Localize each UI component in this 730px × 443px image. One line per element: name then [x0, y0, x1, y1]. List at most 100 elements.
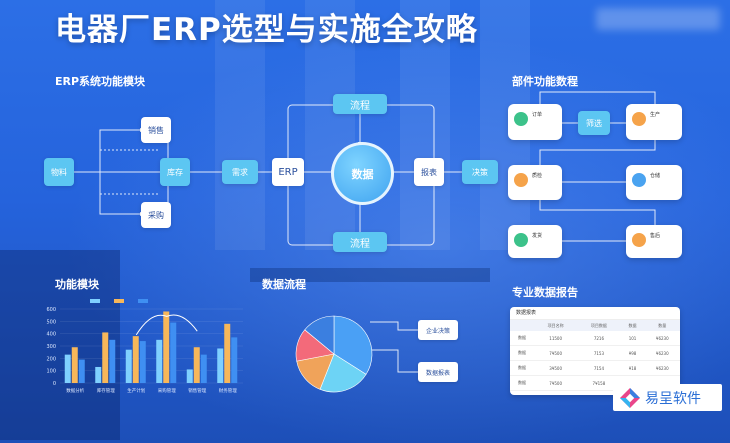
brand-logo[interactable]: 易呈软件 — [613, 384, 722, 411]
y-tick-label: 400 — [46, 332, 56, 338]
flow-process-top[interactable]: 流程 — [333, 94, 387, 114]
card-title: 生产 — [650, 112, 661, 118]
window-panel — [215, 0, 265, 250]
bar[interactable] — [125, 349, 132, 383]
process-card[interactable]: 质检 — [508, 165, 562, 200]
table-row[interactable]: 数据 7¥500 7¥158 — [510, 375, 680, 391]
x-tick-label: 生产计划 — [127, 387, 145, 394]
cube-icon — [632, 173, 646, 187]
gear-icon — [632, 112, 646, 126]
x-tick-label: 财务管理 — [219, 387, 237, 394]
check-icon — [514, 112, 528, 126]
process-card[interactable]: 发货 — [508, 225, 562, 258]
bar[interactable] — [156, 339, 163, 383]
process-card[interactable]: 生产 — [626, 104, 682, 140]
bar[interactable] — [109, 339, 116, 383]
table-row[interactable]: 数据 3¥500 7154 ¥18 ¥6230 — [510, 360, 680, 376]
bar[interactable] — [200, 354, 207, 383]
chart-legend — [90, 298, 150, 303]
table-header-row: 项目名称 项目数据 数据 数量 — [510, 320, 680, 331]
node-inventory[interactable]: 库存 — [160, 158, 190, 186]
table-cell: 数据 — [510, 360, 535, 376]
bar[interactable] — [102, 332, 109, 383]
table-header: 项目数据 — [577, 320, 621, 331]
pie-tag-report[interactable]: 数据报表 — [418, 362, 458, 382]
pie-slice[interactable] — [319, 353, 367, 393]
table-cell: 数据 — [510, 345, 535, 361]
logo-text: 易呈软件 — [645, 390, 701, 407]
bar[interactable] — [217, 348, 224, 383]
left-diagram-title: ERP系统功能模块 — [55, 75, 146, 88]
report-table-card: 数据报表 项目名称 项目数据 数据 数量 数据 11500 7216 101 ¥… — [510, 307, 680, 395]
table-header: 数量 — [644, 320, 680, 331]
window-panel — [400, 0, 450, 250]
bar[interactable] — [193, 347, 200, 383]
card-title: 仓储 — [650, 173, 661, 179]
table-cell: 7154 — [577, 360, 621, 376]
y-tick-label: 600 — [46, 307, 56, 313]
y-tick-label: 0 — [53, 381, 56, 387]
process-card[interactable]: 仓储 — [626, 165, 682, 200]
bar[interactable] — [132, 336, 139, 383]
table-cell: 101 — [620, 331, 645, 346]
pie-tag-decision[interactable]: 企业决策 — [418, 320, 458, 340]
y-tick-label: 200 — [46, 356, 56, 362]
flow-decision[interactable]: 决策 — [462, 160, 498, 184]
table-cell: ¥6230 — [644, 331, 680, 346]
table-card-title: 数据报表 — [510, 307, 680, 320]
card-title: 发货 — [532, 233, 543, 239]
bar[interactable] — [224, 323, 231, 383]
flow-demand[interactable]: 需求 — [222, 160, 258, 184]
node-purchase[interactable]: 采购 — [141, 202, 171, 228]
bar-chart: 6005004003002001000数据分析库存管理生产计划采购管理销售管理财… — [46, 307, 243, 394]
filter-node[interactable]: 筛选 — [578, 111, 610, 135]
table-row[interactable]: 数据 11500 7216 101 ¥6230 — [510, 331, 680, 346]
bar[interactable] — [64, 354, 71, 383]
table-cell: 7¥500 — [534, 345, 578, 361]
table-cell: 7¥500 — [534, 375, 578, 391]
table-cell: 7¥158 — [577, 375, 621, 391]
bar[interactable] — [170, 322, 177, 383]
bar[interactable] — [186, 369, 193, 383]
table-cell: 3¥500 — [534, 360, 578, 376]
pie-title: 数据流程 — [262, 278, 306, 291]
legend-swatch — [114, 299, 124, 303]
process-card[interactable]: 售后 — [626, 225, 682, 258]
table-row[interactable]: 数据 7¥500 7153 ¥98 ¥6230 — [510, 345, 680, 361]
box-icon — [514, 173, 528, 187]
table-section-title: 专业数据报告 — [512, 286, 578, 299]
table-cell: ¥18 — [620, 360, 645, 376]
node-material[interactable]: 物料 — [44, 158, 74, 186]
flow-erp[interactable]: ERP — [272, 158, 304, 186]
x-tick-label: 库存管理 — [97, 387, 115, 394]
x-tick-label: 数据分析 — [66, 387, 84, 394]
bar[interactable] — [71, 347, 78, 383]
chair-shape — [0, 250, 120, 440]
pie-slice[interactable] — [304, 315, 335, 355]
trend-line — [135, 314, 198, 336]
blurred-watermark — [596, 8, 720, 30]
check-icon — [514, 233, 528, 247]
report-table: 项目名称 项目数据 数据 数量 数据 11500 7216 101 ¥6230 … — [510, 320, 680, 391]
bar[interactable] — [95, 366, 102, 383]
table-cell: 数据 — [510, 331, 535, 346]
bar[interactable] — [163, 311, 170, 383]
table-cell: 7153 — [577, 345, 621, 361]
bar[interactable] — [78, 359, 85, 383]
window-panel — [305, 0, 355, 250]
bar[interactable] — [231, 337, 238, 383]
bar-chart-title: 功能模块 — [55, 278, 99, 291]
flow-data-hub[interactable]: 数据 — [331, 142, 394, 205]
user-icon — [632, 233, 646, 247]
table-header — [510, 320, 535, 331]
bar[interactable] — [139, 341, 146, 383]
y-tick-label: 500 — [46, 319, 56, 325]
right-diagram-title: 部件功能数程 — [512, 75, 578, 88]
node-sales[interactable]: 销售 — [141, 117, 171, 143]
process-card[interactable]: 订单 — [508, 104, 562, 140]
flow-process-bottom[interactable]: 流程 — [333, 232, 387, 252]
card-title: 订单 — [532, 112, 543, 118]
desk-shape — [250, 268, 490, 282]
flow-report[interactable]: 报表 — [414, 158, 444, 186]
x-tick-label: 销售管理 — [188, 387, 206, 394]
